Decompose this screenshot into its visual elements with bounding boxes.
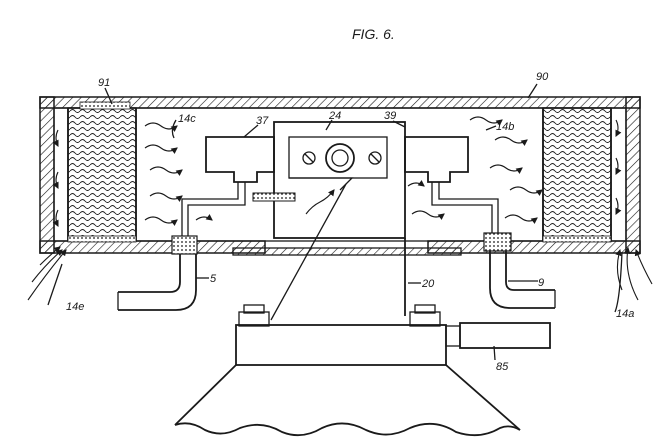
- label-37: 37: [256, 115, 269, 127]
- filter-left: [67, 101, 137, 243]
- label-90: 90: [536, 71, 549, 83]
- label-9: 9: [538, 277, 544, 289]
- label-85: 85: [496, 361, 509, 373]
- nozzle-right: [404, 136, 499, 236]
- figure-title: FIG. 6.: [352, 26, 395, 42]
- filter-right: [542, 107, 612, 243]
- label-5: 5: [210, 273, 217, 285]
- label-14e: 14e: [66, 301, 84, 313]
- shaft-and-base: [174, 183, 551, 437]
- label-14a: 14a: [616, 308, 634, 320]
- leader-lines: [47, 83, 623, 361]
- label-14c: 14c: [178, 113, 196, 125]
- tubes: [117, 251, 556, 311]
- airflow-arrows: [27, 116, 653, 301]
- center-block: [273, 121, 406, 239]
- label-20: 20: [421, 278, 435, 290]
- nozzle-left: [181, 136, 275, 236]
- housing: [39, 96, 641, 256]
- label-39: 39: [384, 110, 396, 122]
- label-14b: 14b: [496, 121, 514, 133]
- grommets: [171, 232, 512, 255]
- label-24: 24: [328, 110, 341, 122]
- reference-numerals: 91 90 14c 37 24 39 14b 20 5 9 14e 14a 85: [66, 71, 634, 373]
- seal-pad: [252, 192, 296, 202]
- label-91: 91: [98, 77, 110, 89]
